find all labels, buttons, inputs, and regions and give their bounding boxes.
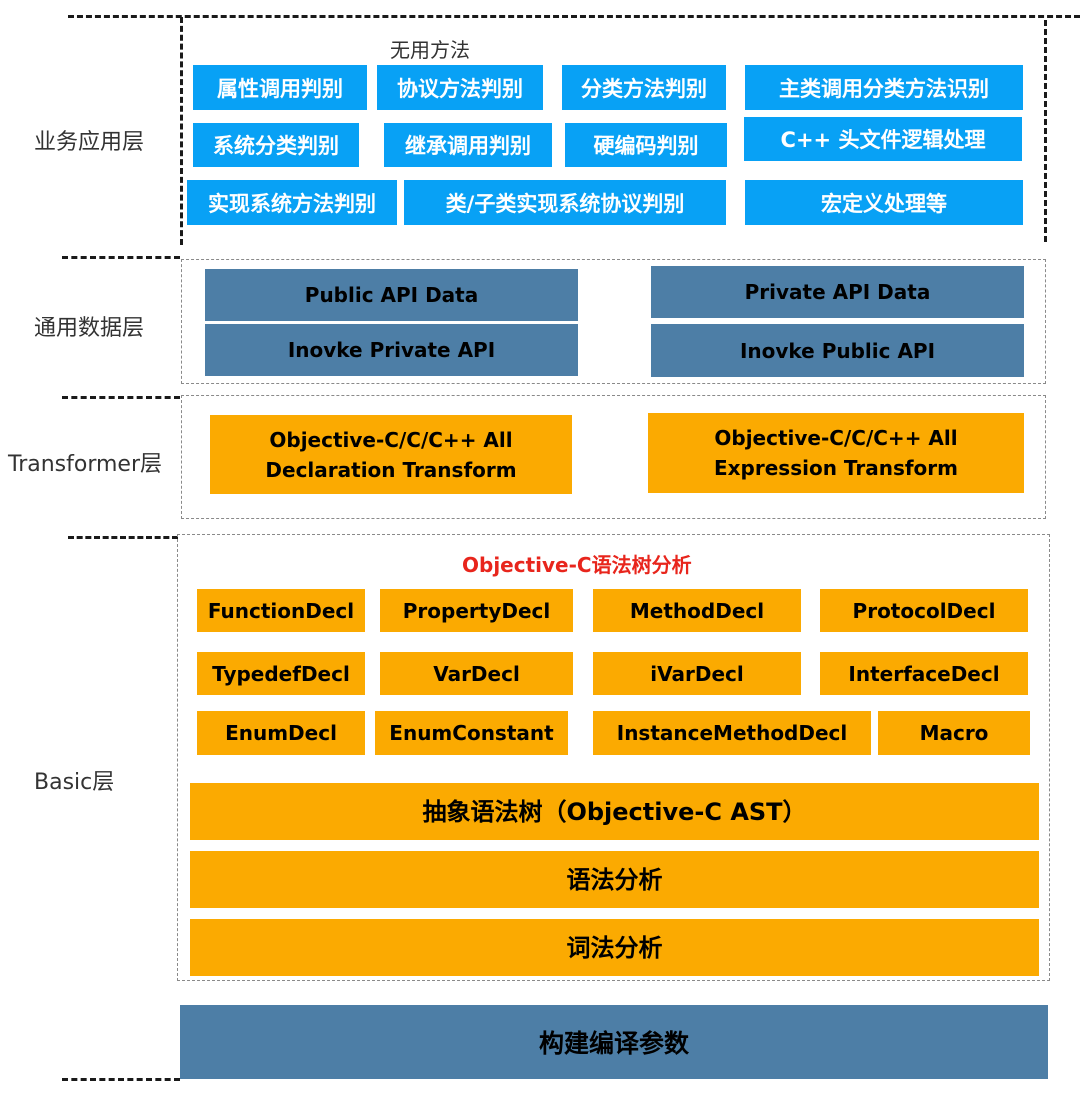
decl-item: InstanceMethodDecl (593, 711, 871, 755)
syntax-analysis-box: 语法分析 (190, 851, 1039, 908)
decl-item: iVarDecl (593, 652, 801, 695)
private-api-data-box: Private API Data (651, 266, 1024, 318)
decl-item: FunctionDecl (197, 589, 365, 632)
business-item: 协议方法判别 (377, 65, 543, 110)
business-item: 主类调用分类方法识别 (745, 65, 1023, 110)
decl-item: TypedefDecl (197, 652, 365, 695)
declaration-transform-box: Objective-C/C/C++ All Declaration Transf… (210, 415, 572, 494)
business-right-border-line (1044, 20, 1047, 242)
decl-item: PropertyDecl (380, 589, 573, 632)
transformer-layer-panel (181, 395, 1046, 519)
public-api-data-box: Public API Data (205, 269, 578, 321)
separator-line-1 (62, 256, 180, 259)
transformer-layer-label: Transformer层 (8, 452, 163, 477)
business-item: 实现系统方法判别 (187, 180, 397, 225)
invoke-public-api-box: Inovke Public API (651, 324, 1024, 377)
expression-transform-box: Objective-C/C/C++ All Expression Transfo… (648, 413, 1024, 493)
decl-item: ProtocolDecl (820, 589, 1028, 632)
business-item: 分类方法判别 (562, 65, 726, 110)
basic-layer-panel (177, 534, 1050, 981)
business-item: 系统分类判别 (193, 123, 359, 167)
business-item: 硬编码判别 (565, 123, 727, 167)
top-border-line (68, 15, 1080, 18)
business-item: 宏定义处理等 (745, 180, 1023, 225)
basic-layer-label: Basic层 (34, 770, 115, 795)
invoke-private-api-box: Inovke Private API (205, 324, 578, 376)
ast-analysis-title: Objective-C语法树分析 (462, 553, 692, 577)
decl-item: EnumDecl (197, 711, 365, 755)
data-layer-panel (181, 259, 1046, 384)
business-item: 类/子类实现系统协议判别 (404, 180, 726, 225)
decl-item: MethodDecl (593, 589, 801, 632)
decl-item: Macro (878, 711, 1030, 755)
build-compile-params-box: 构建编译参数 (180, 1005, 1048, 1079)
decl-item: InterfaceDecl (820, 652, 1028, 695)
data-layer-label: 通用数据层 (34, 316, 145, 341)
business-layer-label: 业务应用层 (34, 130, 145, 155)
lexical-analysis-box: 词法分析 (190, 919, 1039, 976)
decl-item: VarDecl (380, 652, 573, 695)
separator-line-3 (68, 536, 178, 539)
ast-box: 抽象语法树（Objective-C AST） (190, 783, 1039, 840)
business-item: C++ 头文件逻辑处理 (744, 117, 1022, 161)
business-item: 继承调用判别 (384, 123, 552, 167)
business-left-border-line (180, 17, 183, 245)
business-item: 属性调用判别 (193, 65, 367, 110)
decl-item: EnumConstant (375, 711, 568, 755)
unused-methods-note: 无用方法 (390, 38, 470, 62)
separator-line-2 (62, 396, 180, 399)
bottom-border-line (62, 1078, 180, 1081)
